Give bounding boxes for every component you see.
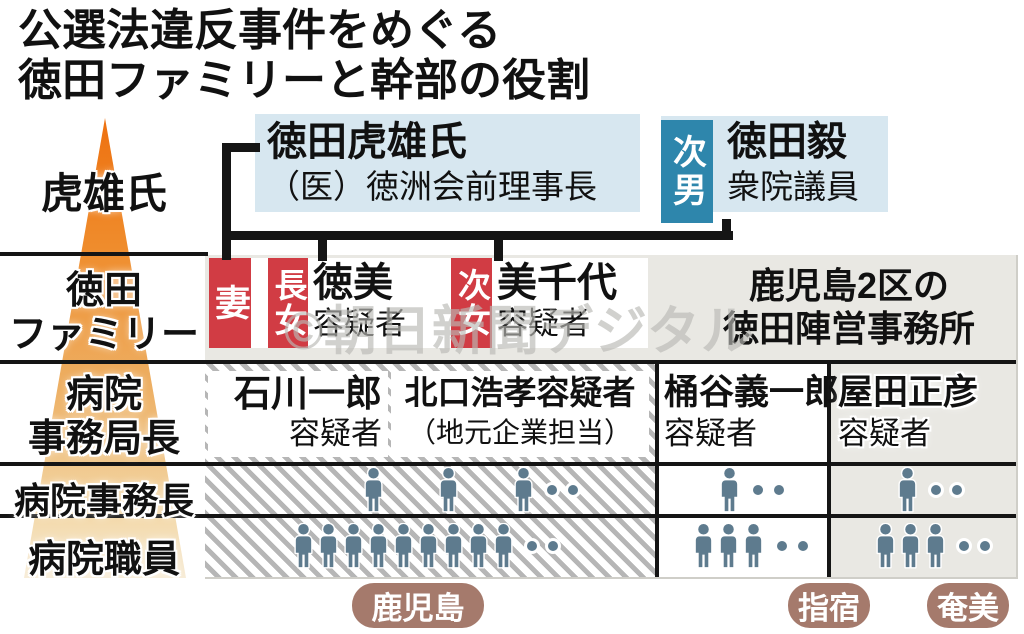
ishikawa-name: 石川一郎 bbox=[234, 371, 382, 415]
torao-name: 徳田虎雄氏 bbox=[267, 118, 467, 165]
ishikawa-status: 容疑者 bbox=[289, 416, 382, 452]
ishikawa-card: 石川一郎 容疑者 bbox=[208, 371, 388, 457]
person-icon bbox=[720, 467, 739, 513]
person-icon bbox=[744, 523, 763, 569]
connector-left-vertical bbox=[222, 143, 231, 260]
ellipsis-dot bbox=[777, 541, 787, 551]
column-divider-1 bbox=[655, 364, 659, 577]
staff-icons-ibusuki bbox=[692, 522, 808, 570]
takeshi-relation-badge: 次男 bbox=[661, 120, 713, 223]
pyramid-label-staff: 病院職員 bbox=[27, 536, 180, 581]
wife-badge: 妻 bbox=[209, 258, 251, 348]
page-title-line1: 公選法違反事件をめぐる bbox=[18, 6, 502, 55]
connector-takeshi-stub bbox=[722, 219, 731, 235]
divider-line-4 bbox=[0, 514, 1016, 518]
person-icon bbox=[364, 467, 383, 513]
person-icon bbox=[901, 523, 920, 569]
person-icon bbox=[876, 523, 895, 569]
ellipsis-dot bbox=[547, 485, 557, 495]
campaign-office-label: 鹿児島2区の 徳田陣営事務所 bbox=[684, 264, 1014, 350]
connector-torao-stub bbox=[222, 143, 260, 152]
ellipsis-dot bbox=[931, 485, 941, 495]
ellipsis-dot bbox=[774, 485, 784, 495]
pyramid-label-secretary: 病院事務長 bbox=[13, 480, 194, 522]
pyramid-label-family: 徳田 ファミリー bbox=[8, 267, 199, 356]
campaign-office-line1: 鹿児島2区の bbox=[748, 265, 950, 306]
takeshi-name: 徳田毅 bbox=[727, 118, 847, 165]
person-icon bbox=[898, 467, 917, 513]
ellipsis-dot bbox=[959, 541, 969, 551]
region-badge-kagoshima: 鹿児島 bbox=[352, 583, 484, 628]
page-title-line2: 徳田ファミリーと幹部の役割 bbox=[18, 56, 590, 105]
person-icon bbox=[319, 523, 338, 569]
takeshi-text: 徳田毅 衆院議員 bbox=[727, 118, 859, 208]
ellipsis-dot bbox=[952, 485, 962, 495]
staff-icons-kagoshima bbox=[292, 522, 558, 570]
connector-daughter1-stub bbox=[318, 237, 327, 261]
ellipsis-dot bbox=[548, 541, 558, 551]
kitaguchi-card: 北口浩孝容疑者 （地元企業担当） bbox=[391, 371, 649, 457]
person-icon bbox=[369, 523, 388, 569]
person-icon bbox=[419, 523, 438, 569]
torao-box: 徳田虎雄氏 （医）徳洲会前理事長 bbox=[255, 114, 640, 212]
takeshi-role: 衆院議員 bbox=[727, 167, 859, 206]
person-icon bbox=[444, 523, 463, 569]
daughter1-name-block: 徳美 容疑者 bbox=[313, 261, 406, 343]
daughter2-badge: 次女 bbox=[451, 258, 492, 348]
torao-role: （医）徳洲会前理事長 bbox=[267, 167, 597, 206]
person-icon bbox=[719, 523, 738, 569]
connector-daughter2-stub bbox=[494, 237, 503, 261]
secretary-icons-amami bbox=[896, 466, 962, 514]
daughter2-name-block: 美千代 容疑者 bbox=[497, 261, 617, 343]
person-icon bbox=[439, 467, 458, 513]
page-title: 公選法違反事件をめぐる 徳田ファミリーと幹部の役割 bbox=[18, 6, 590, 106]
daughter1-name: 徳美 bbox=[313, 259, 393, 306]
oketani-status: 容疑者 bbox=[664, 416, 757, 452]
kitaguchi-name: 北口浩孝容疑者 bbox=[404, 373, 636, 412]
person-icon bbox=[469, 523, 488, 569]
person-icon bbox=[394, 523, 413, 569]
ellipsis-dot bbox=[568, 485, 578, 495]
daughter2-status: 容疑者 bbox=[497, 306, 590, 342]
daughter1-badge: 長女 bbox=[268, 258, 308, 348]
divider-line-3 bbox=[0, 462, 1016, 466]
region-badge-ibusuki: 指宿 bbox=[788, 583, 870, 628]
campaign-office-line2: 徳田陣営事務所 bbox=[722, 308, 975, 349]
yata-block: 屋田正彦 容疑者 bbox=[838, 371, 978, 453]
staff-icons-amami bbox=[874, 522, 990, 570]
divider-line-1 bbox=[0, 252, 208, 256]
person-icon bbox=[514, 467, 533, 513]
daughter2-name: 美千代 bbox=[497, 259, 617, 306]
oketani-block: 桶谷義一郎 容疑者 bbox=[664, 371, 839, 453]
person-icon bbox=[294, 523, 313, 569]
person-icon bbox=[344, 523, 363, 569]
column-divider-2 bbox=[827, 364, 831, 577]
pyramid-label-director: 病院 事務局長 bbox=[27, 371, 180, 460]
ellipsis-dot bbox=[527, 541, 537, 551]
secretary-icons-ibusuki bbox=[718, 466, 784, 514]
oketani-name: 桶谷義一郎 bbox=[664, 372, 840, 413]
person-icon bbox=[494, 523, 513, 569]
yata-status: 容疑者 bbox=[838, 416, 931, 452]
daughter1-status: 容疑者 bbox=[313, 306, 406, 342]
region-badge-amami: 奄美 bbox=[927, 583, 1009, 628]
ellipsis-dot bbox=[980, 541, 990, 551]
ellipsis-dot bbox=[798, 541, 808, 551]
secretary-icons-kagoshima bbox=[362, 466, 578, 514]
yata-name: 屋田正彦 bbox=[838, 372, 979, 413]
divider-line-2 bbox=[0, 360, 1016, 364]
kitaguchi-note: （地元企業担当） bbox=[407, 416, 632, 449]
person-icon bbox=[694, 523, 713, 569]
pyramid-label-torao: 虎雄氏 bbox=[40, 169, 167, 218]
person-icon bbox=[926, 523, 945, 569]
ellipsis-dot bbox=[753, 485, 763, 495]
connector-main-horizontal bbox=[222, 231, 733, 240]
